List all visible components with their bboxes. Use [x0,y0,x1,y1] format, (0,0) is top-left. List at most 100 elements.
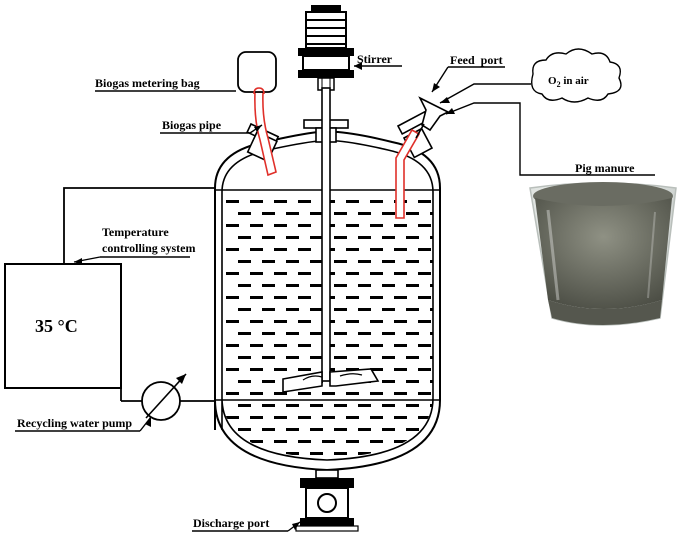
liquid-dash [406,356,419,359]
liquid-dash [394,224,407,227]
liquid-dash [274,440,287,443]
liquid-dash [286,356,299,359]
liquid-dash [298,200,311,203]
liquid-dash [250,440,263,443]
liquid-dash [226,248,239,251]
discharge-port-label: Discharge port [193,516,269,530]
liquid-dash [382,356,395,359]
liquid-dash [382,236,395,239]
liquid-dash [382,212,395,215]
liquid-dash [406,308,419,311]
temperature-label-line1: Temperature [102,225,169,239]
liquid-dash [358,260,371,263]
liquid-dash [406,212,419,215]
liquid-dash [346,416,359,419]
liquid-dash [394,368,407,371]
liquid-dash [250,392,263,395]
liquid-dash [370,296,383,299]
liquid-dash [238,428,251,431]
leader-arrowheads [74,62,455,530]
pig-manure-beaker [529,182,677,326]
liquid-dash [430,356,433,359]
liquid-dash [226,272,239,275]
liquid-dash [394,272,407,275]
liquid-dash [358,332,371,335]
liquid-dash [430,308,433,311]
liquid-dash [418,200,431,203]
liquid-dash [394,440,407,443]
liquid-dash [382,380,395,383]
liquid-dash [250,296,263,299]
liquid-dash [298,344,311,347]
liquid-dash [382,308,395,311]
liquid-dash [430,452,433,455]
liquid-dash [370,368,383,371]
liquid-dash [310,260,323,263]
discharge-port [295,469,359,532]
liquid-dash [382,284,395,287]
liquid-dash [370,440,383,443]
liquid-dash [310,428,323,431]
liquid-dash [226,344,239,347]
liquid-dash [406,236,419,239]
liquid-dash [382,332,395,335]
liquid-dash [274,224,287,227]
liquid-dash [298,440,311,443]
liquid-dash [310,332,323,335]
oxygen-label: O2 in air [548,75,589,89]
liquid-dash [286,332,299,335]
liquid-dash [262,212,275,215]
liquid-dash [238,404,251,407]
liquid-dash [226,224,239,227]
liquid-dash [274,392,287,395]
liquid-dash [430,404,433,407]
liquid-dash [334,356,347,359]
biogas-bag-label: Biogas metering bag [95,76,200,90]
liquid-dash [370,248,383,251]
liquid-dash [418,344,431,347]
liquid-dash [370,200,383,203]
liquid-dash [238,212,251,215]
liquid-dash [286,428,299,431]
liquid-dash [394,416,407,419]
liquid-dash [430,332,433,335]
liquid-dash [322,440,335,443]
liquid-dash [322,416,335,419]
liquid-dash [274,248,287,251]
liquid-dash [226,368,239,371]
liquid-dash [406,332,419,335]
pig-manure-label: Pig manure [575,161,635,175]
liquid-dash [286,236,299,239]
temperature-label-line2: controlling system [102,241,195,255]
liquid-dash [274,296,287,299]
liquid-dash [406,404,419,407]
liquid-dash [418,296,431,299]
liquid-dash [262,260,275,263]
liquid-dash [406,380,419,383]
liquid-dash [430,260,433,263]
liquid-dash [334,236,347,239]
liquid-dash [430,236,433,239]
liquid-dash [346,368,359,371]
liquid-dash [250,320,263,323]
liquid-dash [346,200,359,203]
liquid-dash [310,308,323,311]
liquid-dash [334,212,347,215]
liquid-dash [334,452,347,455]
liquid-dash [262,428,275,431]
liquid-dash [418,248,431,251]
liquid-dash [286,452,299,455]
liquid-dash [238,356,251,359]
liquid-dash [394,320,407,323]
liquid-dash [394,344,407,347]
liquid-dash [394,248,407,251]
liquid-dash [406,428,419,431]
liquid-dash [298,296,311,299]
liquid-dash [358,284,371,287]
liquid-dash [286,404,299,407]
liquid-dash [334,404,347,407]
liquid-dash [286,212,299,215]
feed-port-label: Feed port [450,53,503,67]
liquid-dash [358,308,371,311]
